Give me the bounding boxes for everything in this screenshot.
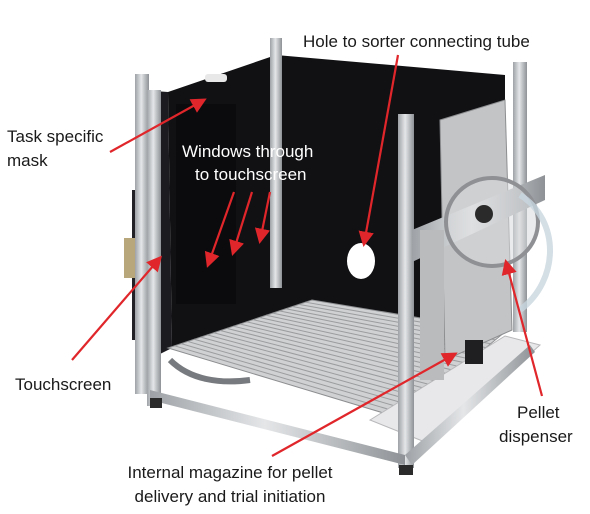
label-windows-line1: Windows through [182,142,314,161]
label-pellet-line2: dispenser [499,427,573,446]
floor-grid-bar [180,343,410,411]
floor-grid-bar [213,332,434,392]
arrow-touchscreen [71,255,163,361]
dispenser-hub [475,205,493,223]
label-mask-line2: mask [7,151,48,170]
pillar-front-right [398,114,414,468]
arrow-window-1 [204,191,236,268]
base-rail-left [150,390,405,465]
base-foot-left [150,398,162,408]
annotation-arrows [71,54,544,457]
arrow-mask [109,98,207,153]
pillar-back-center [270,38,282,288]
sorter-hole [347,243,375,279]
floor-grid-bar [187,340,415,407]
front-tube [167,357,251,385]
mask-handle-slot [205,74,227,82]
label-magazine-line1: Internal magazine for pellet [127,463,333,482]
arrow-pellet [501,259,544,397]
arrow-magazine [271,352,458,457]
touchscreen-bracket [124,238,136,278]
label-pellet-line1: Pellet [517,403,560,422]
floor-grid-bar [207,334,429,396]
base-foot-right [399,465,413,475]
pillar-front-left [147,90,161,406]
dispenser-wheel [444,176,540,268]
arrow-hole [358,54,400,248]
floor-grid-bar [200,336,424,399]
label-magazine-line2: delivery and trial initiation [134,487,326,506]
floor-grid-bar [239,323,453,376]
dispenser-tube [518,192,553,313]
dispenser-post [420,230,444,380]
pillar-back-left [135,74,149,394]
task-mask [176,104,236,304]
base-rail-front [405,345,535,465]
magazine-sensor [465,340,483,364]
label-touchscreen: Touchscreen [15,375,112,394]
arrow-window-2 [229,191,254,256]
floor-grid-bar [194,338,420,403]
arrow-window-3 [254,191,272,245]
label-mask-line1: Task specific [7,127,104,146]
label-windows-line2: to touchscreen [195,165,307,184]
label-hole: Hole to sorter connecting tube [303,32,530,51]
